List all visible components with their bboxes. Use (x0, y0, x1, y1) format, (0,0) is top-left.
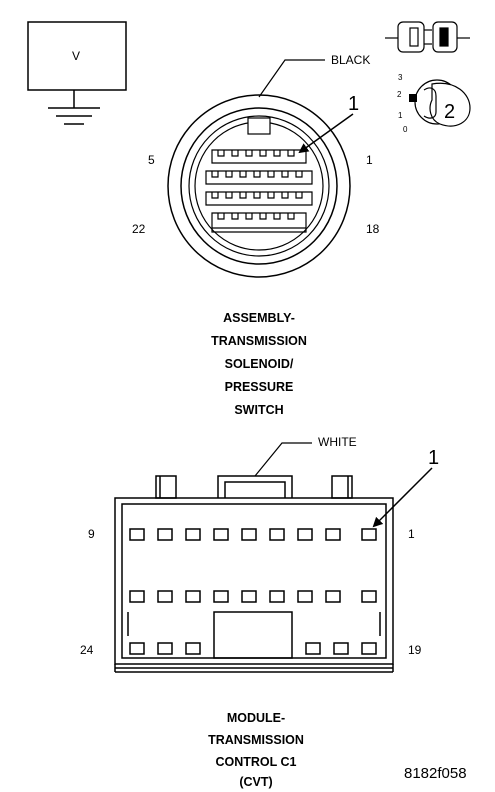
ignition-key-icon: 2 3 2 1 0 (397, 73, 471, 134)
voltage-letter: V (72, 49, 80, 63)
pin-label-19: 19 (408, 643, 422, 657)
white-label: WHITE (318, 435, 357, 449)
terminal-cavities (129, 528, 377, 655)
svg-text:CONTROL C1: CONTROL C1 (215, 755, 296, 769)
solenoid-callout: 1 (348, 93, 359, 115)
black-label: BLACK (331, 53, 370, 67)
plug-icon (385, 21, 470, 53)
solenoid-caption: ASSEMBLY- TRANSMISSION SOLENOID/ PRESSUR… (211, 311, 307, 417)
key-position-2: 2 (397, 90, 402, 99)
key-position-1: 1 (398, 111, 403, 120)
key-position-3: 3 (398, 73, 403, 82)
svg-text:MODULE-: MODULE- (227, 711, 285, 725)
svg-text:SWITCH: SWITCH (234, 403, 283, 417)
key-position-0: 0 (403, 125, 408, 134)
pin-label-1: 1 (408, 527, 415, 541)
tcm-caption: MODULE- TRANSMISSION CONTROL C1 (CVT) (208, 711, 304, 789)
pin-label-1: 1 (366, 153, 373, 167)
ground-icon (48, 107, 100, 125)
terminal-rows (205, 149, 313, 233)
pin-label-18: 18 (366, 222, 380, 236)
svg-text:ASSEMBLY-: ASSEMBLY- (223, 311, 295, 325)
pin-label-22: 22 (132, 222, 146, 236)
figure-id: 8182f058 (404, 765, 467, 782)
voltage-symbol: V (27, 21, 127, 125)
svg-text:PRESSURE: PRESSURE (225, 380, 294, 394)
tcm-connector: WHITE (80, 435, 439, 673)
solenoid-connector: BLACK 1 5 1 22 18 (132, 53, 380, 278)
key-number: 2 (444, 101, 455, 123)
svg-text:(CVT): (CVT) (239, 775, 272, 789)
tcm-callout: 1 (428, 447, 439, 469)
pin-label-24: 24 (80, 643, 94, 657)
pin-label-9: 9 (88, 527, 95, 541)
svg-text:TRANSMISSION: TRANSMISSION (211, 334, 307, 348)
pin-label-5: 5 (148, 153, 155, 167)
svg-text:TRANSMISSION: TRANSMISSION (208, 733, 304, 747)
svg-text:SOLENOID/: SOLENOID/ (225, 357, 294, 371)
